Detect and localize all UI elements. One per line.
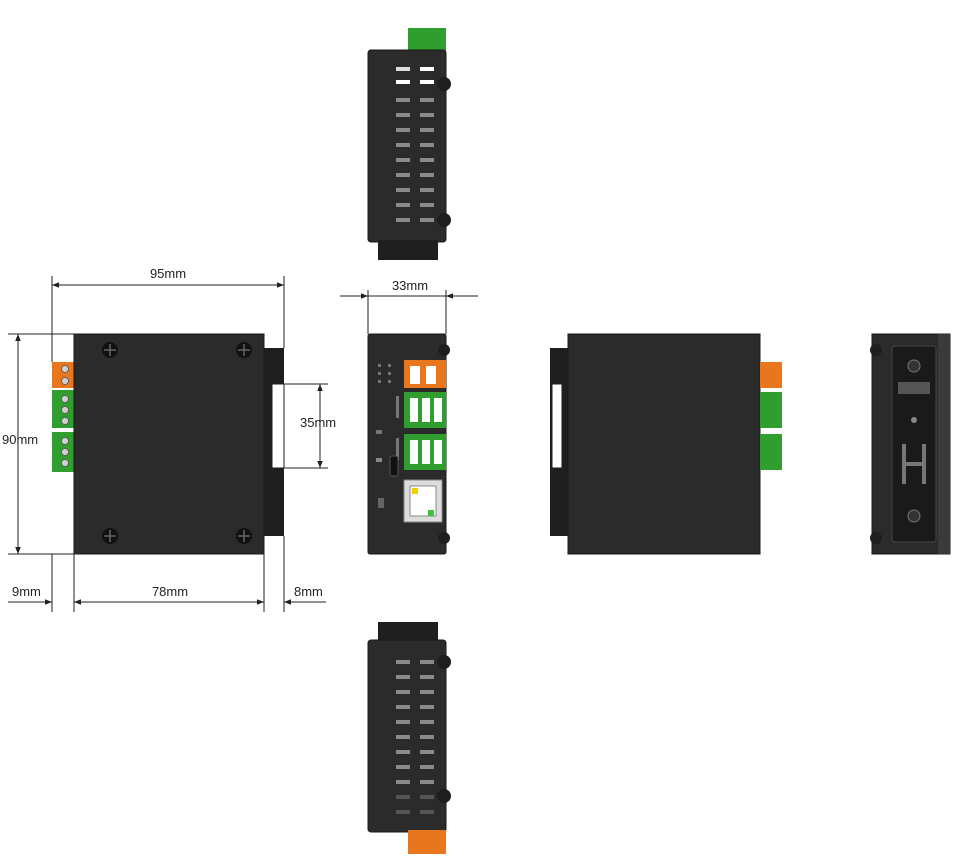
rail-clip-bottom: [378, 622, 438, 642]
side-view: [550, 333, 782, 555]
dim-right-rail: 8mm: [294, 584, 323, 599]
top-view: [367, 28, 451, 260]
rail-clip-view: [870, 333, 951, 555]
side-view-body: [567, 333, 761, 555]
orange-connector-bottom: [408, 830, 446, 854]
dim-left-terminal: 9mm: [12, 584, 41, 599]
orange-terminal-side: [760, 362, 782, 388]
usb-port: [389, 455, 399, 477]
dimension-labels: 95mm 90mm 35mm 9mm 78mm 8mm 33mm: [2, 266, 428, 599]
screw-icon: [437, 213, 451, 227]
vent-slots-bottom: [396, 660, 434, 814]
bottom-view: [367, 622, 451, 854]
screw-icon: [102, 342, 252, 544]
front-view: [52, 333, 285, 555]
dimension-lines: [8, 276, 478, 612]
screw-icon: [437, 77, 451, 91]
dim-rail-height: 35mm: [300, 415, 336, 430]
vent-slots-top: [396, 67, 434, 222]
dim-depth: 33mm: [392, 278, 428, 293]
green-terminal-side: [760, 434, 782, 470]
green-connector-top: [408, 28, 446, 52]
dim-body-width: 78mm: [152, 584, 188, 599]
dim-height: 90mm: [2, 432, 38, 447]
dim-width-total: 95mm: [150, 266, 186, 281]
front-view-body: [73, 333, 265, 555]
din-clip-plate: [891, 345, 937, 543]
front-panel-view: [367, 333, 450, 555]
green-terminal-side: [760, 392, 782, 428]
rail-clip-top: [378, 240, 438, 260]
